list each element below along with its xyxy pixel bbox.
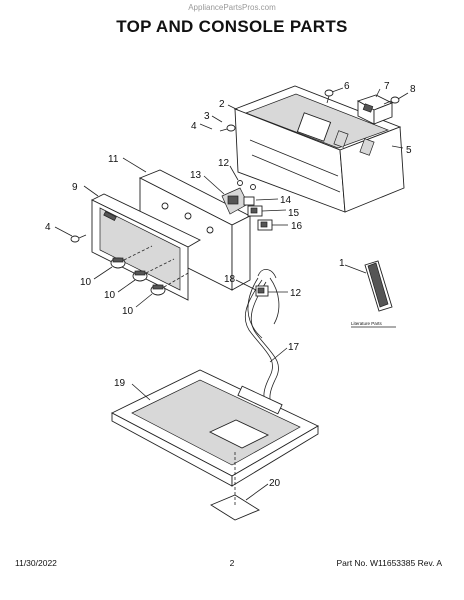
callout-16: 16 (291, 221, 303, 232)
callout-11: 11 (108, 154, 119, 165)
callout-10a: 10 (80, 277, 92, 288)
footer-part-number: Part No. W11653385 Rev. A (336, 558, 442, 568)
callout-10c: 10 (122, 306, 134, 317)
callout-9: 9 (72, 182, 78, 193)
gasket (210, 494, 260, 521)
switch-16 (257, 219, 273, 231)
knob-icon (150, 284, 166, 296)
callout-15: 15 (288, 208, 300, 219)
switch-14 (243, 196, 255, 206)
callout-4: 4 (191, 121, 197, 132)
screw-icon (70, 234, 87, 243)
callout-12b: 12 (290, 288, 302, 299)
wire-harness-icon (244, 269, 280, 407)
knob-icon (132, 270, 148, 282)
screw-icon (383, 96, 400, 105)
switch-15 (247, 205, 263, 217)
callout-18: 18 (224, 274, 236, 285)
switch-assembly (356, 94, 394, 125)
top-panel (111, 369, 319, 487)
harness-switch (255, 285, 269, 297)
callout-17: 17 (288, 342, 300, 353)
console-overlay (90, 193, 201, 301)
screw-icon (237, 180, 256, 190)
watermark: AppliancePartsPros.com (188, 3, 276, 12)
page-title: TOP AND CONSOLE PARTS (116, 17, 348, 36)
screw-icon (219, 124, 236, 132)
callout-numbers: 2 3 4 6 7 8 5 11 9 4 10 10 10 12 13 14 1… (45, 81, 416, 489)
callout-12a: 12 (218, 158, 230, 169)
literature-booklet (364, 260, 393, 312)
callout-13: 13 (190, 170, 202, 181)
footer-page-number: 2 (229, 558, 235, 568)
leader-lines (54, 87, 409, 501)
footer-date: 11/30/2022 (15, 558, 57, 568)
callout-2: 2 (219, 99, 225, 110)
callout-4b: 4 (45, 222, 51, 233)
callout-1: 1 (339, 258, 345, 269)
callout-6: 6 (344, 81, 350, 92)
callout-5: 5 (406, 145, 412, 156)
callout-20: 20 (269, 478, 281, 489)
literature-label: Literature Parts (351, 321, 383, 326)
knob-icon (110, 257, 126, 269)
callout-14: 14 (280, 195, 292, 206)
console-back-panel (233, 85, 405, 213)
callout-19: 19 (114, 378, 126, 389)
callout-3: 3 (204, 111, 210, 122)
callout-7: 7 (384, 81, 390, 92)
screw-icon (324, 89, 334, 104)
callout-10b: 10 (104, 290, 116, 301)
callout-8: 8 (410, 84, 416, 95)
